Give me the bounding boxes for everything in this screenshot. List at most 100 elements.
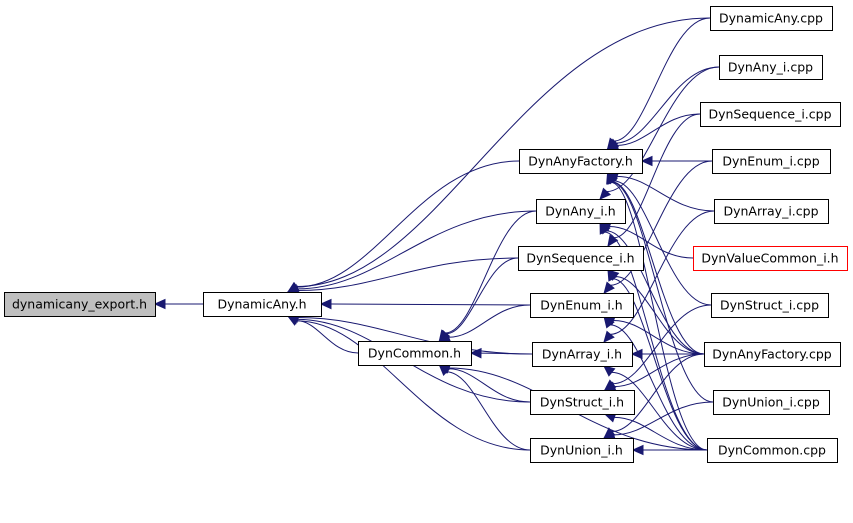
node-dynanyfactory-h[interactable]: DynAnyFactory.h xyxy=(519,149,643,174)
edge-line xyxy=(297,210,537,290)
arrowhead-icon xyxy=(286,315,300,326)
edge-dyncommon-cpp-to-dynunion-i-h xyxy=(631,444,708,456)
node-dynstruct-i-cpp[interactable]: DynStruct_i.cpp xyxy=(711,293,829,318)
edge-dynarray-i-h-to-dyncommon-h xyxy=(469,347,533,359)
node-box xyxy=(518,246,644,271)
node-dynany-i-h[interactable]: DynAny_i.h xyxy=(536,199,626,224)
node-dynany-i-cpp[interactable]: DynAny_i.cpp xyxy=(719,55,823,80)
node-label: DynEnum_i.h xyxy=(540,298,622,313)
edge-dynenum-i-cpp-to-dynanyfactory-h xyxy=(640,155,712,167)
node-dynunion-i-h[interactable]: DynUnion_i.h xyxy=(530,438,634,463)
edge-line xyxy=(614,353,705,388)
arrowhead-icon xyxy=(631,444,644,456)
edge-line xyxy=(613,401,714,436)
edge-dynsequence-i-h-to-dyncommon-h xyxy=(438,257,519,342)
arrowhead-icon xyxy=(607,234,619,247)
edge-line xyxy=(606,230,705,355)
node-label: DynAny_i.cpp xyxy=(728,60,813,75)
node-box xyxy=(711,293,829,318)
node-box xyxy=(707,438,838,463)
edge-line xyxy=(613,113,701,239)
node-box xyxy=(532,342,633,367)
edge-line xyxy=(616,113,701,146)
arrowhead-icon xyxy=(603,281,615,294)
edge-line xyxy=(330,303,531,306)
edge-dyncommon-cpp-to-dynsequence-i-h xyxy=(607,268,708,451)
node-label: DynAnyFactory.h xyxy=(528,154,633,169)
node-box xyxy=(530,293,634,318)
edge-dynsequence-i-cpp-to-dynsequence-i-h xyxy=(607,113,701,247)
edge-line xyxy=(611,181,714,403)
node-box xyxy=(719,55,823,80)
edge-dynany-i-cpp-to-dynany-i-h xyxy=(599,66,720,200)
arrowhead-icon xyxy=(603,330,615,343)
edge-line xyxy=(296,320,531,451)
arrowhead-icon xyxy=(630,348,643,360)
node-dynarray-i-cpp[interactable]: DynArray_i.cpp xyxy=(714,199,829,224)
arrowhead-icon xyxy=(607,268,618,282)
node-dynamicany-h[interactable]: DynamicAny.h xyxy=(203,292,322,317)
node-box xyxy=(693,246,848,271)
edge-line xyxy=(611,371,708,451)
edge-line xyxy=(297,257,519,292)
edge-line xyxy=(446,371,531,451)
arrowhead-icon xyxy=(469,347,482,359)
node-dynarray-i-h[interactable]: DynArray_i.h xyxy=(532,342,633,367)
node-dynstruct-i-h[interactable]: DynStruct_i.h xyxy=(530,390,635,415)
node-dyncommon-h[interactable]: DynCommon.h xyxy=(358,341,472,366)
edge-line xyxy=(480,352,533,355)
edge-dynenum-i-cpp-to-dynenum-i-h xyxy=(603,160,713,294)
node-label: DynAny_i.h xyxy=(545,204,615,219)
edge-line xyxy=(604,231,708,451)
node-box xyxy=(714,199,829,224)
node-label: DynArray_i.cpp xyxy=(723,204,818,219)
node-dynamicany-export-h: dynamicany_export.h xyxy=(4,292,156,317)
node-label: dynamicany_export.h xyxy=(12,297,147,312)
node-box xyxy=(4,292,156,317)
node-box xyxy=(710,6,833,31)
edge-line xyxy=(610,160,713,286)
edge-line xyxy=(296,160,520,288)
edge-dynenum-i-h-to-dynamicany-h xyxy=(319,298,531,310)
nodes: dynamicany_export.h DynamicAny.hDynCommon… xyxy=(4,6,848,463)
arrowhead-icon xyxy=(319,298,332,310)
node-box xyxy=(713,390,830,415)
node-dynsequence-i-h[interactable]: DynSequence_i.h xyxy=(518,246,644,271)
arrowhead-icon xyxy=(640,155,653,167)
node-dynamicany-cpp[interactable]: DynamicAny.cpp xyxy=(710,6,833,31)
edge-dynenum-i-h-to-dyncommon-h xyxy=(438,304,531,343)
edge-dyncommon-cpp-to-dynanyfactory-h xyxy=(606,171,708,451)
edge-line xyxy=(445,210,537,334)
arrowhead-icon xyxy=(603,316,615,329)
edge-line xyxy=(296,320,359,354)
node-label: DynStruct_i.h xyxy=(540,395,624,410)
node-dynvaluecommon-i-h[interactable]: DynValueCommon_i.h xyxy=(693,246,848,271)
arrowhead-icon xyxy=(153,298,166,310)
edge-line xyxy=(448,368,531,403)
node-dyncommon-cpp[interactable]: DynCommon.cpp xyxy=(707,438,838,463)
arrowhead-icon xyxy=(603,427,616,439)
edge-line xyxy=(446,257,519,335)
node-label: DynCommon.h xyxy=(368,346,461,361)
edge-line xyxy=(613,180,712,306)
node-box xyxy=(704,342,841,367)
edge-dynunion-i-h-to-dyncommon-h xyxy=(438,364,531,451)
edge-line xyxy=(611,353,705,433)
node-box xyxy=(700,102,841,127)
arrowhead-icon xyxy=(286,281,300,293)
node-label: DynUnion_i.cpp xyxy=(722,395,820,410)
node-label: DynUnion_i.h xyxy=(540,443,623,458)
node-dynenum-i-h[interactable]: DynEnum_i.h xyxy=(530,293,634,318)
node-dynsequence-i-cpp[interactable]: DynSequence_i.cpp xyxy=(700,102,841,127)
node-label: DynSequence_i.cpp xyxy=(708,107,831,122)
node-label: DynEnum_i.cpp xyxy=(722,154,819,169)
node-dynanyfactory-cpp[interactable]: DynAnyFactory.cpp xyxy=(704,342,841,367)
edge-dynamicany-h-to-dynamicany-export xyxy=(153,298,204,310)
edge-line xyxy=(297,317,533,355)
edge-dynanyfactory-cpp-to-dynunion-i-h xyxy=(603,353,705,439)
node-dynunion-i-cpp[interactable]: DynUnion_i.cpp xyxy=(713,390,830,415)
node-dynenum-i-cpp[interactable]: DynEnum_i.cpp xyxy=(712,149,831,174)
edge-dynany-i-h-to-dyncommon-h xyxy=(438,210,537,342)
node-label: DynArray_i.h xyxy=(542,347,622,362)
